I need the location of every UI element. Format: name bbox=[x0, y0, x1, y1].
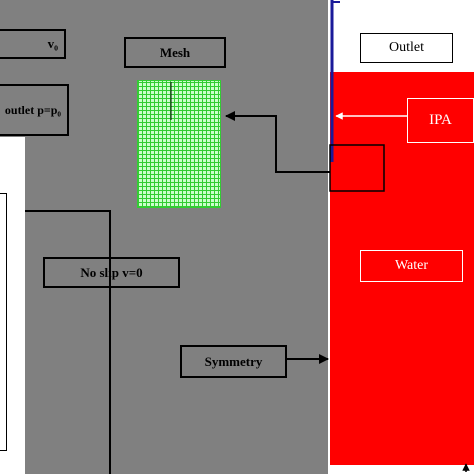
ipa-text: IPA bbox=[429, 112, 452, 128]
inlet-velocity-label: v₀ bbox=[0, 29, 66, 59]
mesh-text: Mesh bbox=[159, 44, 191, 60]
zoom-connector-arrow bbox=[225, 111, 330, 173]
outlet-pressure-label: outlet p=p₀ bbox=[0, 84, 69, 136]
symmetry-label: Symmetry bbox=[180, 345, 287, 378]
no-slip-text: No slip v=0 bbox=[80, 264, 143, 280]
no-slip-connector bbox=[25, 210, 111, 474]
zoom-region-box bbox=[329, 144, 385, 192]
no-slip-label: No slip v=0 bbox=[43, 257, 180, 288]
left-domain-inner-outline bbox=[0, 193, 7, 451]
outlet-pressure-text: outlet p=p₀ bbox=[4, 102, 61, 117]
water-label: Water bbox=[360, 250, 463, 282]
water-text: Water bbox=[394, 258, 429, 273]
bottom-strip bbox=[329, 465, 474, 474]
outlet-text: Outlet bbox=[389, 40, 424, 55]
symmetry-text: Symmetry bbox=[204, 353, 263, 369]
ipa-label: IPA bbox=[407, 98, 474, 143]
mesh-label: Mesh bbox=[124, 37, 226, 68]
mesh-grid bbox=[137, 80, 221, 208]
inlet-velocity-text: v₀ bbox=[47, 36, 58, 51]
outlet-label: Outlet bbox=[360, 33, 453, 63]
